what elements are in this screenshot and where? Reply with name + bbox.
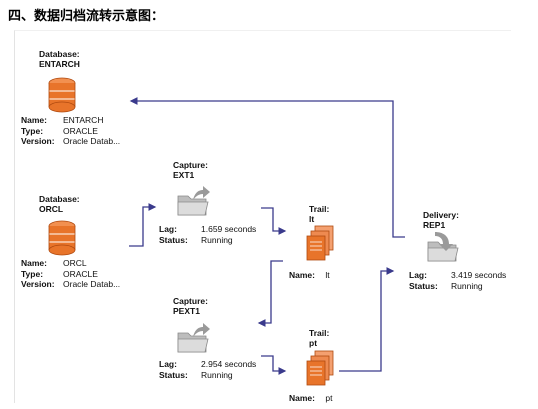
type-label: Type: [21,125,44,136]
lag-value: 3.419 seconds [451,270,507,280]
type-label: Type: [21,268,44,279]
capture-folder-icon [177,323,210,353]
diagram-heading: 四、数据归档流转示意图： [8,9,165,24]
version-label: Version: [21,279,55,289]
database-title: Database: [39,49,80,59]
database-name-title: ENTARCH [39,59,80,69]
version-value: Oracle Datab... [63,136,121,146]
name-label: Name: [21,115,47,125]
type-value: ORACLE [63,268,98,279]
capture-details-pext1: Lag: 2.954 seconds Status: Running [159,359,256,380]
database-title: Database: [39,194,80,204]
trail-node-pt[interactable]: Trail: pt [309,328,329,348]
trail-name-title: pt [309,338,318,348]
lag-value: 1.659 seconds [201,224,257,234]
type-value: ORACLE [63,125,98,136]
name-label: Name: [289,270,315,280]
name-value: pt [325,393,333,403]
delivery-name-title: REP1 [423,220,446,230]
status-value: Running [201,369,233,380]
capture-details-ext1: Lag: 1.659 seconds Status: Running [159,224,256,245]
trail-title: Trail: [309,328,330,338]
lag-label: Lag: [159,224,177,234]
database-details-entarch: Name: ENTARCH Type: ORACLE Version: Orac… [21,115,120,147]
capture-node-ext1[interactable]: Capture: EXT1 [173,160,208,180]
name-value: ORCL [63,258,87,268]
trail-title: Trail: [309,204,330,214]
database-name-title: ORCL [39,204,64,214]
version-value: Oracle Datab... [63,279,121,289]
capture-title: Capture: [173,296,208,306]
database-icon [48,220,76,256]
capture-name-title: EXT1 [173,170,195,180]
lag-value: 2.954 seconds [201,359,257,369]
lag-label: Lag: [159,359,177,369]
capture-title: Capture: [173,160,208,170]
wire-pext1-to-pt [261,355,287,375]
status-value: Running [201,234,233,245]
trail-name-title: lt [309,214,315,224]
database-details-orcl: Name: ORCL Type: ORACLE Version: Oracle … [21,258,120,290]
wire-orcl-to-ext1 [129,203,157,247]
trail-node-lt[interactable]: Trail: lt [309,204,329,224]
name-label: Name: [289,393,315,403]
connector-lines [129,97,405,375]
capture-folder-icon [177,186,210,216]
database-node-entarch[interactable]: Database: ENTARCH [39,49,80,69]
database-icon [48,77,76,113]
database-node-orcl[interactable]: Database: ORCL [39,194,80,214]
trail-files-icon [306,350,334,386]
status-label: Status: [409,280,438,291]
wire-pt-to-rep1 [339,267,395,372]
name-value: ENTARCH [63,115,104,125]
delivery-title: Delivery: [423,210,459,220]
wire-ext1-to-lt [261,207,287,235]
delivery-node-rep1[interactable]: Delivery: REP1 [423,210,459,230]
status-value: Running [451,280,483,291]
capture-node-pext1[interactable]: Capture: PEXT1 [173,296,208,316]
delivery-details-rep1: Lag: 3.419 seconds Status: Running [409,270,506,291]
delivery-folder-icon [427,232,459,262]
name-value: lt [325,270,330,280]
status-label: Status: [159,234,188,245]
trail-details-lt: Name: lt [289,270,330,281]
version-label: Version: [21,136,55,146]
wire-rep1-to-entarch [129,97,405,238]
wire-lt-to-pext1 [257,260,283,327]
status-label: Status: [159,369,188,380]
diagram-canvas: Database: ENTARCH Name: ENTARCH Type: OR… [14,30,511,403]
trail-files-icon [306,225,334,261]
trail-details-pt: Name: pt [289,393,332,404]
capture-name-title: PEXT1 [173,306,200,316]
name-label: Name: [21,258,47,268]
lag-label: Lag: [409,270,427,280]
